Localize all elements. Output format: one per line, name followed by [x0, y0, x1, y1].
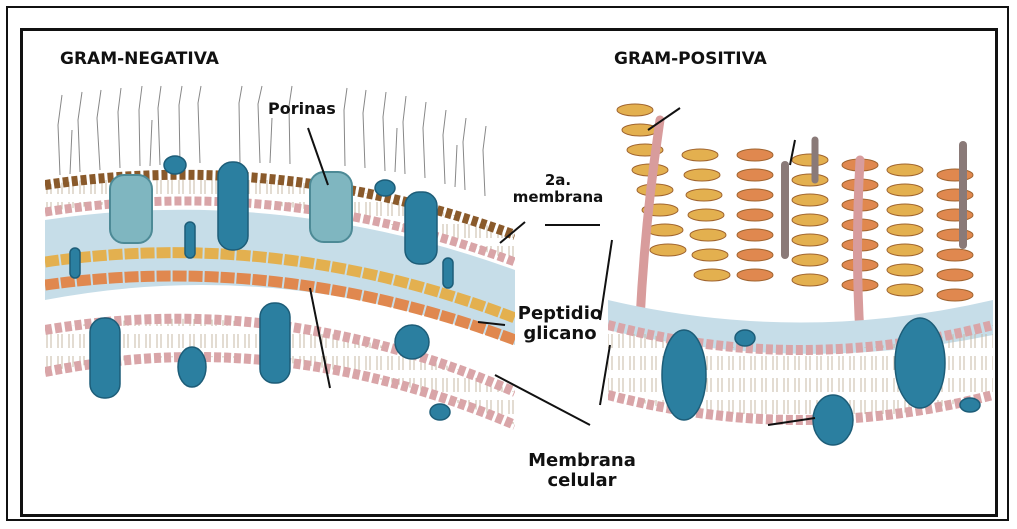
second-membrane-label: 2a. membrana — [508, 172, 608, 206]
gram-positive-title: GRAM-POSITIVA — [614, 49, 767, 69]
peptidoglycan-line1: Peptidio — [505, 304, 615, 324]
gram-negative-title: GRAM-NEGATIVA — [60, 49, 219, 69]
gram-negative-illustration — [45, 86, 515, 425]
porinas-label: Porinas — [268, 100, 336, 118]
peptidoglycan-label: Peptidio glicano — [505, 304, 615, 344]
gram-positive-illustration — [608, 85, 993, 455]
peptidoglycan-line2: glicano — [505, 324, 615, 344]
cell-membrane-label: Membrana celular — [522, 451, 642, 491]
second-membrane-line2: membrana — [508, 189, 608, 206]
cell-membrane-line2: celular — [522, 471, 642, 491]
cell-membrane-line1: Membrana — [522, 451, 642, 471]
second-membrane-line1: 2a. — [508, 172, 608, 189]
